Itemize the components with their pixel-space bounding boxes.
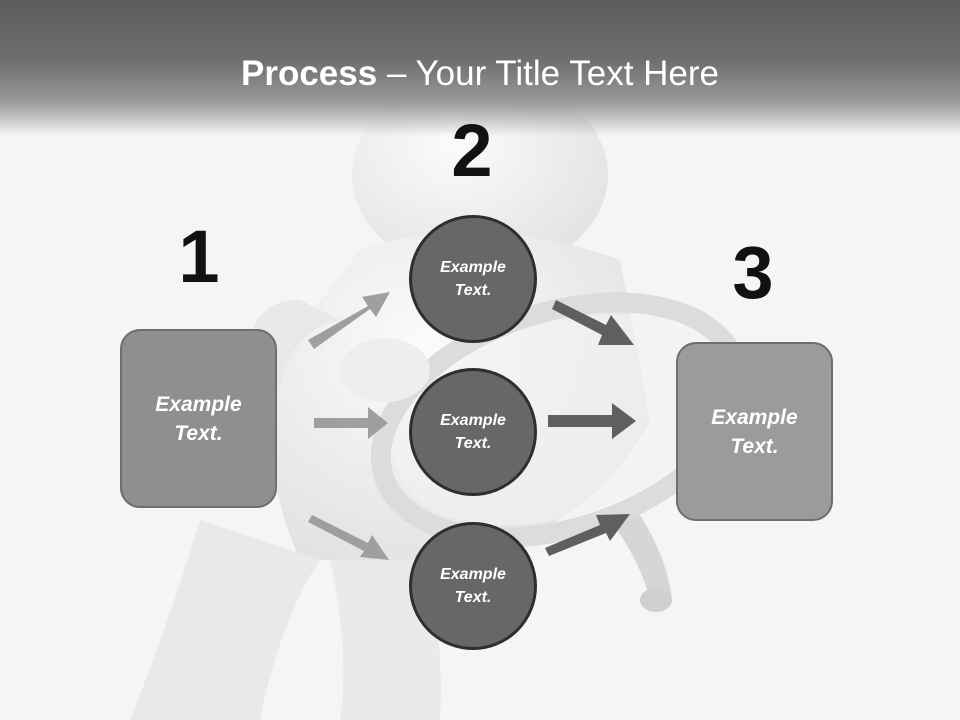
step-1-box-label: Example Text. [155,392,242,445]
arrow-1-to-top [308,292,390,349]
step-1-box: Example Text. [120,329,277,508]
process-circle-1: Example Text. [409,215,537,343]
arrow-1-to-bottom [308,515,389,560]
step-3-box-label: Example Text. [711,405,798,458]
step-3-box: Example Text. [676,342,833,521]
arrow-bottom-to-3 [545,514,630,556]
step-number-3: 3 [732,231,774,314]
arrow-top-to-3 [552,300,634,345]
arrow-1-to-middle [314,407,388,439]
title-bold: Process [241,54,378,93]
process-circle-2: Example Text. [409,368,537,496]
slide-title: Process – Your Title Text Here [0,52,960,96]
title-bar [0,0,960,136]
step-number-1: 1 [178,215,220,298]
title-rest: – Your Title Text Here [377,54,719,93]
process-circle-3-label: Example Text. [440,566,506,606]
process-circle-2-label: Example Text. [440,412,506,452]
arrow-middle-to-3 [548,403,636,439]
process-circle-1-label: Example Text. [440,259,506,299]
process-circle-3: Example Text. [409,522,537,650]
step-number-2: 2 [451,109,493,192]
